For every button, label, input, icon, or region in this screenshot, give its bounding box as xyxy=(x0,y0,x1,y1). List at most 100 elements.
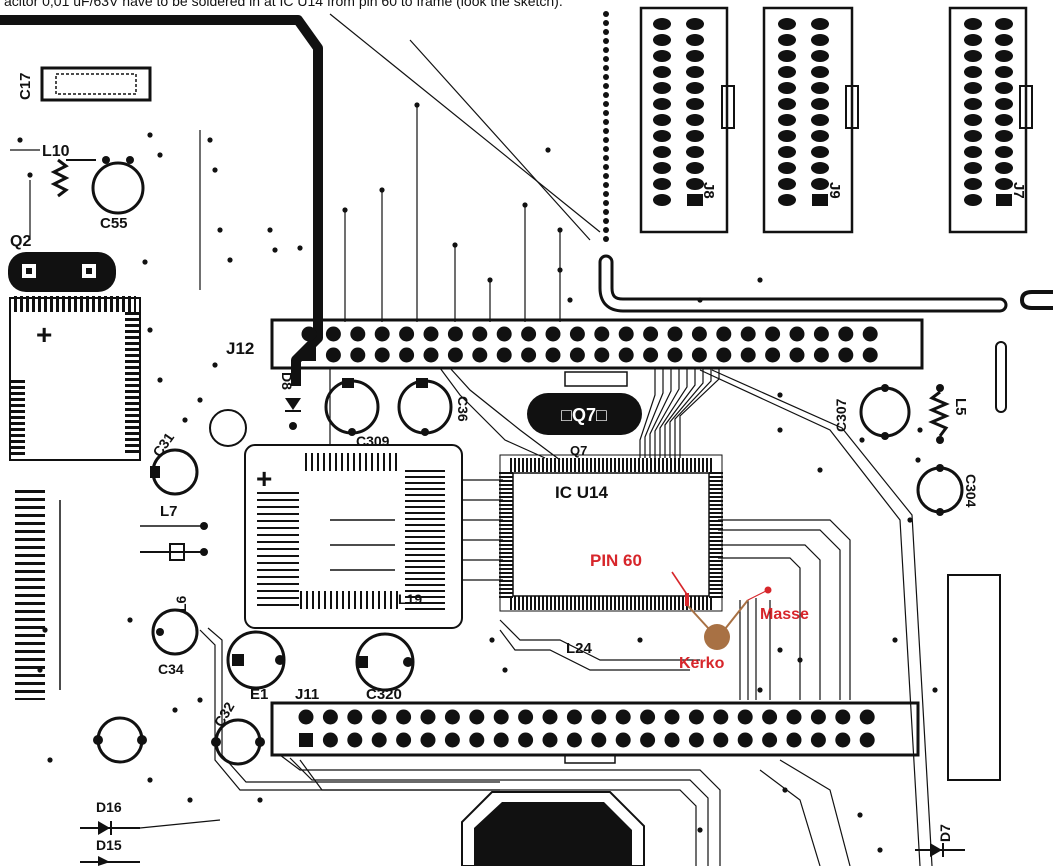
l5-pad xyxy=(936,384,944,392)
j7-pad xyxy=(995,98,1013,110)
c304-pad xyxy=(936,464,944,472)
bottom-header-pad xyxy=(518,709,534,725)
l10-coil xyxy=(50,158,70,198)
e1-label: E1 xyxy=(250,686,268,703)
d8-symbol xyxy=(285,398,301,410)
j9-pad xyxy=(778,50,796,62)
j12-pad xyxy=(569,326,585,342)
via xyxy=(603,146,609,152)
bottom-header-pad xyxy=(371,709,387,725)
j8-pad xyxy=(653,98,671,110)
via xyxy=(603,128,609,134)
via xyxy=(603,38,609,44)
via xyxy=(782,787,788,793)
power-pad-outline xyxy=(461,791,645,866)
q7-tab xyxy=(564,371,628,387)
j8-pad xyxy=(686,146,704,158)
bottom-header-pad xyxy=(688,732,704,748)
via xyxy=(47,757,53,763)
bottom-header-pad xyxy=(469,732,485,748)
via xyxy=(603,20,609,26)
via xyxy=(197,397,203,403)
trace xyxy=(279,754,721,866)
trace xyxy=(199,629,500,791)
capacitor-c304: C304 xyxy=(916,464,979,516)
j12-pad xyxy=(350,347,366,363)
j7-pad xyxy=(964,18,982,30)
d7-label: D7 xyxy=(937,824,953,842)
via xyxy=(603,209,609,215)
j12-pad xyxy=(545,326,561,342)
j9-pad xyxy=(778,98,796,110)
bottom-header-pad xyxy=(591,709,607,725)
j12-pad xyxy=(447,347,463,363)
via xyxy=(603,137,609,143)
j12-pad xyxy=(838,326,854,342)
masse-label: Masse xyxy=(760,606,809,623)
c17-label: C17 xyxy=(17,72,34,100)
bottom-header-pad xyxy=(640,732,656,748)
j8-pad xyxy=(686,66,704,78)
j8-pad-square xyxy=(687,194,703,206)
q7-marking: □Q7□ xyxy=(561,405,607,425)
j7-pad xyxy=(995,162,1013,174)
trace xyxy=(649,368,672,458)
e1-pad xyxy=(232,654,244,666)
j8-pad xyxy=(686,130,704,142)
c32-pad xyxy=(211,737,221,747)
j9-pad xyxy=(778,114,796,126)
j7-pad xyxy=(964,34,982,46)
j8-pad xyxy=(653,146,671,158)
j12-pad xyxy=(374,326,390,342)
bottom-header-pad xyxy=(420,732,436,748)
j8-label: J8 xyxy=(700,182,717,199)
l7-pad xyxy=(200,522,208,530)
c32-pad xyxy=(255,737,265,747)
j9-pad xyxy=(778,82,796,94)
j12-pad xyxy=(789,347,805,363)
frame-trace-outer xyxy=(1019,290,1053,310)
c34-label: C34 xyxy=(158,661,184,677)
ground-point xyxy=(764,586,772,594)
j7-pad xyxy=(995,130,1013,142)
c36-pad xyxy=(421,428,429,436)
bottom-header-pad xyxy=(786,709,802,725)
j12-pad xyxy=(862,347,878,363)
j9-pad xyxy=(811,82,829,94)
bottom-header-pad xyxy=(566,732,582,748)
c309-label: C309 xyxy=(356,433,390,449)
header-j8-outline xyxy=(639,6,729,234)
via xyxy=(37,667,43,673)
j8-pad xyxy=(653,50,671,62)
j12-label: J12 xyxy=(226,339,254,358)
j12-pad xyxy=(813,347,829,363)
c307-pad xyxy=(881,384,889,392)
j7-label: J7 xyxy=(1010,182,1027,199)
j12-pad xyxy=(521,347,537,363)
bottom-header-pad xyxy=(542,709,558,725)
via xyxy=(414,102,420,108)
j9-pad xyxy=(778,194,796,206)
j7-pad xyxy=(995,82,1013,94)
thin-traces xyxy=(10,13,933,866)
d15-symbol xyxy=(98,856,110,866)
c320-label: C320 xyxy=(366,686,402,703)
bottom-header-pad xyxy=(664,709,680,725)
via xyxy=(452,242,458,248)
trace xyxy=(718,529,841,700)
via xyxy=(257,797,263,803)
kerko-capacitor-symbol xyxy=(704,624,730,650)
j8-pad xyxy=(686,162,704,174)
via xyxy=(857,812,863,818)
j12-pad xyxy=(399,326,415,342)
c36-pad xyxy=(348,428,356,436)
d8-pad xyxy=(289,422,297,430)
via xyxy=(557,227,563,233)
ground-leader xyxy=(747,589,769,601)
c31-pad xyxy=(150,466,160,478)
j7-pad xyxy=(995,114,1013,126)
j9-pad xyxy=(778,178,796,190)
inductor-l5: L5 xyxy=(928,384,969,444)
capacitor-c17: C17 xyxy=(17,66,152,102)
